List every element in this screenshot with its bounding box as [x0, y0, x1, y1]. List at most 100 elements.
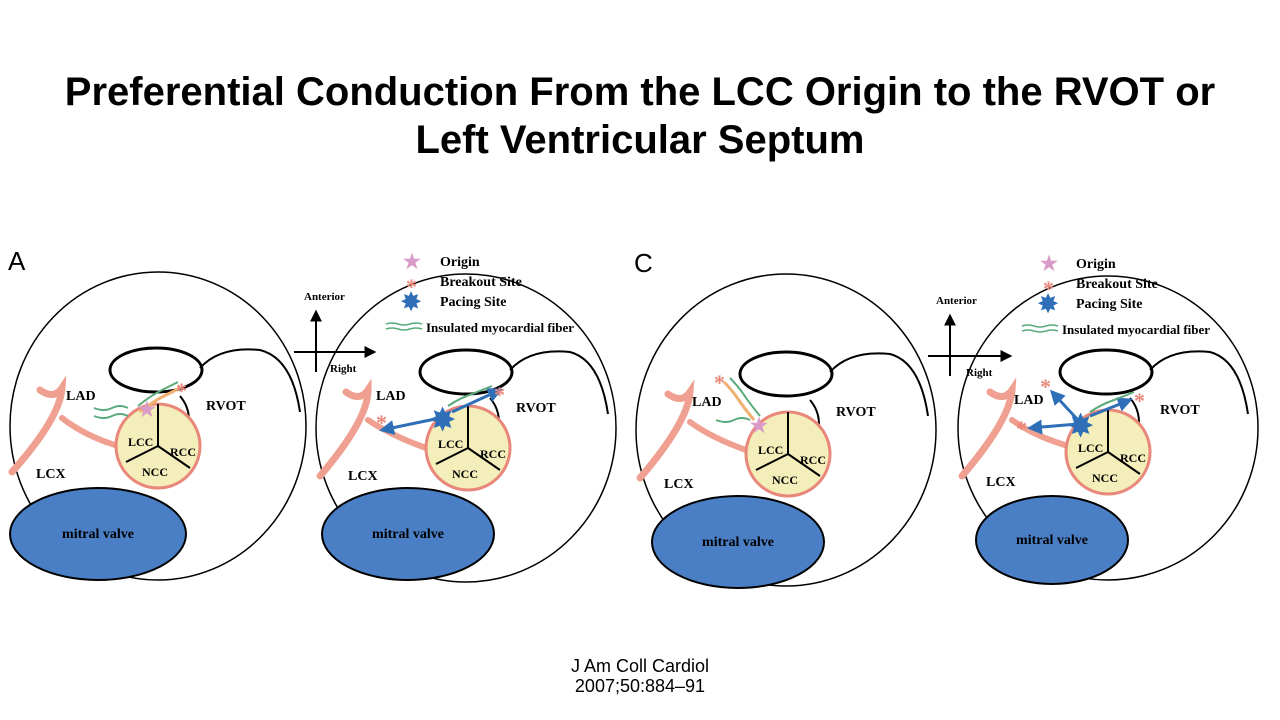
breakout-asterisk: *	[494, 382, 505, 407]
label-mitral: mitral valve	[62, 527, 134, 542]
label-lcx: LCX	[986, 475, 1016, 490]
label-rcc: RCC	[800, 453, 826, 467]
legend-origin-star: ★	[1040, 253, 1058, 275]
label-lad: LAD	[692, 395, 722, 410]
fiber	[139, 386, 181, 414]
pacing-star: ✸	[1068, 410, 1094, 443]
panel-label-a: A	[8, 246, 26, 276]
citation-volume: 2007;50:884–91	[574, 676, 706, 696]
label-rvot: RVOT	[206, 399, 246, 414]
label-anterior: Anterior	[936, 295, 977, 307]
breakout-asterisk: *	[714, 370, 725, 395]
fiber	[137, 381, 179, 407]
fiber	[447, 385, 493, 407]
label-lad: LAD	[1014, 393, 1044, 408]
legend-fiber-label: Insulated myocardial fiber	[1062, 322, 1210, 337]
label-rcc: RCC	[1120, 451, 1146, 465]
fiber	[1089, 391, 1135, 413]
panel-label-c: C	[634, 248, 653, 278]
lcx-artery	[365, 417, 429, 451]
citation-journal: J Am Coll Cardiol	[570, 656, 710, 676]
breakout-asterisk: *	[176, 378, 187, 403]
lcx-artery	[1009, 417, 1071, 449]
figure: ★ * LAD LCX RVOT LCC RCC NCC mitral valv…	[0, 240, 1280, 610]
legend-origin-label: Origin	[440, 255, 480, 270]
legend-fiber-icon	[1021, 324, 1059, 328]
mitral-valve	[321, 487, 495, 581]
label-right: Right	[330, 363, 357, 375]
legend-pacing-label: Pacing Site	[1076, 297, 1143, 312]
legend-pacing-star: ✸	[1037, 292, 1059, 318]
label-ncc: NCC	[142, 465, 168, 479]
legend-breakout-label: Breakout Site	[1076, 277, 1158, 292]
panel-a-heart-1: ★ * LAD LCX RVOT LCC RCC NCC mitral valv…	[8, 271, 307, 581]
label-rcc: RCC	[480, 447, 506, 461]
rvot-ring	[738, 350, 834, 398]
legend-fiber-icon	[385, 327, 423, 331]
rvot-ring	[1058, 348, 1154, 396]
mitral-valve	[9, 487, 187, 581]
label-lcc: LCC	[758, 443, 783, 457]
label-mitral: mitral valve	[1016, 533, 1088, 548]
lad-artery	[958, 377, 1017, 480]
title-line-1: Preferential Conduction From the LCC Ori…	[64, 70, 1216, 114]
legend-breakout-asterisk: *	[1043, 276, 1054, 301]
fiber	[722, 380, 756, 421]
label-lcc: LCC	[438, 437, 463, 451]
panel-a-legend: ★ Origin * Breakout Site ✸ Pacing Site I…	[385, 251, 574, 335]
panel-a-heart-2: ✸ * * LAD LCX RVOT LCC RCC NCC mitral va…	[315, 273, 617, 583]
lad-artery	[636, 379, 695, 482]
origin-star: ★	[138, 399, 156, 421]
label-rcc: RCC	[170, 445, 196, 459]
legend-pacing-star: ✸	[400, 290, 422, 316]
label-lcc: LCC	[128, 435, 153, 449]
fiber	[93, 405, 129, 411]
breakout-asterisk: *	[1040, 374, 1051, 399]
rvot-ring	[108, 346, 204, 394]
label-ncc: NCC	[1092, 471, 1118, 485]
label-right: Right	[966, 367, 993, 379]
legend-fiber-icon	[1021, 329, 1059, 333]
label-lcc: LCC	[1078, 441, 1103, 455]
origin-star: ★	[750, 415, 768, 437]
label-lcx: LCX	[348, 469, 378, 484]
legend-breakout-label: Breakout Site	[440, 275, 522, 290]
rvot-ring	[418, 348, 514, 396]
mitral-valve	[651, 495, 825, 589]
pacing-star: ✸	[430, 404, 456, 437]
lad-artery	[8, 375, 67, 476]
lad-artery	[316, 378, 372, 480]
conduction-arrow	[1027, 419, 1079, 435]
slide-title: Preferential Conduction From the LCC Ori…	[0, 68, 1280, 164]
label-anterior: Anterior	[304, 291, 345, 303]
panel-c-axes: Anterior Right	[928, 295, 1013, 379]
fiber	[729, 377, 761, 417]
label-rvot: RVOT	[836, 405, 876, 420]
rvot-outline	[509, 350, 609, 415]
legend-origin-label: Origin	[1076, 257, 1116, 272]
label-lad: LAD	[66, 389, 96, 404]
legend-origin-star: ★	[403, 251, 421, 273]
legend-pacing-label: Pacing Site	[440, 295, 507, 310]
label-rvot: RVOT	[516, 401, 556, 416]
legend-fiber-icon	[385, 322, 423, 326]
conduction-arrow	[379, 416, 441, 435]
legend-breakout-asterisk: *	[406, 274, 417, 299]
label-rvot: RVOT	[1160, 403, 1200, 418]
rvot-outline	[1149, 350, 1249, 415]
cusp-lines	[125, 404, 191, 469]
breakout-asterisk: *	[1134, 388, 1145, 413]
label-lcx: LCX	[36, 467, 66, 482]
label-lad: LAD	[376, 389, 406, 404]
diagram-canvas: ★ * LAD LCX RVOT LCC RCC NCC mitral valv…	[8, 251, 1259, 589]
rvot-outline	[829, 352, 929, 417]
conduction-arrow	[1049, 389, 1080, 422]
lcx-artery	[687, 419, 749, 453]
panel-c-heart-2: ✸ * * * LAD LCX RVOT LCC RCC NCC mitral …	[957, 275, 1259, 585]
breakout-asterisk: *	[1016, 416, 1027, 441]
citation: J Am Coll Cardiol 2007;50:884–91	[0, 656, 1280, 696]
cusp-lines	[435, 406, 501, 471]
mitral-valve	[975, 495, 1129, 585]
panel-c-legend: ★ Origin * Breakout Site ✸ Pacing Site I…	[1021, 253, 1210, 337]
fiber	[93, 413, 129, 419]
